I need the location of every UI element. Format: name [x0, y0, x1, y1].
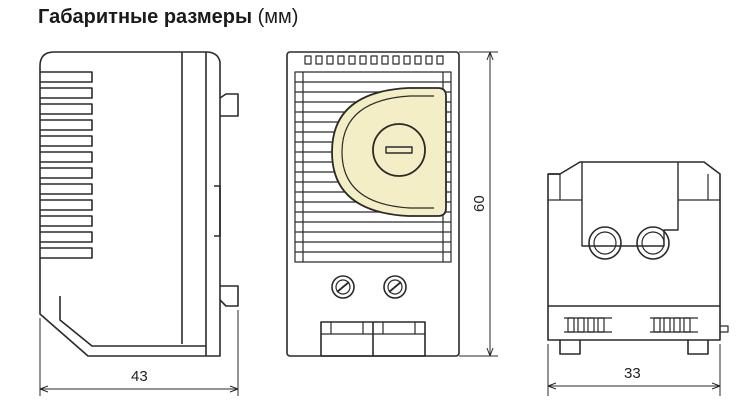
- front-view: [286, 51, 498, 357]
- bottom-teeth: [564, 317, 698, 333]
- title-main: Габаритные размеры: [38, 6, 253, 28]
- side-fins: [40, 71, 93, 259]
- side-view: [39, 51, 239, 396]
- dim-front-height: [459, 51, 498, 357]
- thermostat-dial: [331, 87, 447, 217]
- title-unit: (мм): [257, 6, 299, 28]
- dim-label-60: 60: [471, 195, 488, 212]
- terminal-screws: [331, 275, 407, 299]
- bottom-connectors: [320, 321, 426, 357]
- page-title: Габаритные размеры (мм): [38, 6, 298, 29]
- mounting-holes: [588, 226, 670, 260]
- dim-label-33: 33: [624, 365, 641, 382]
- dim-side-width: [39, 310, 239, 396]
- top-vents: [304, 55, 444, 65]
- dim-label-43: 43: [131, 368, 148, 385]
- dim-bottom-width: [547, 344, 721, 396]
- bottom-view: [547, 161, 729, 396]
